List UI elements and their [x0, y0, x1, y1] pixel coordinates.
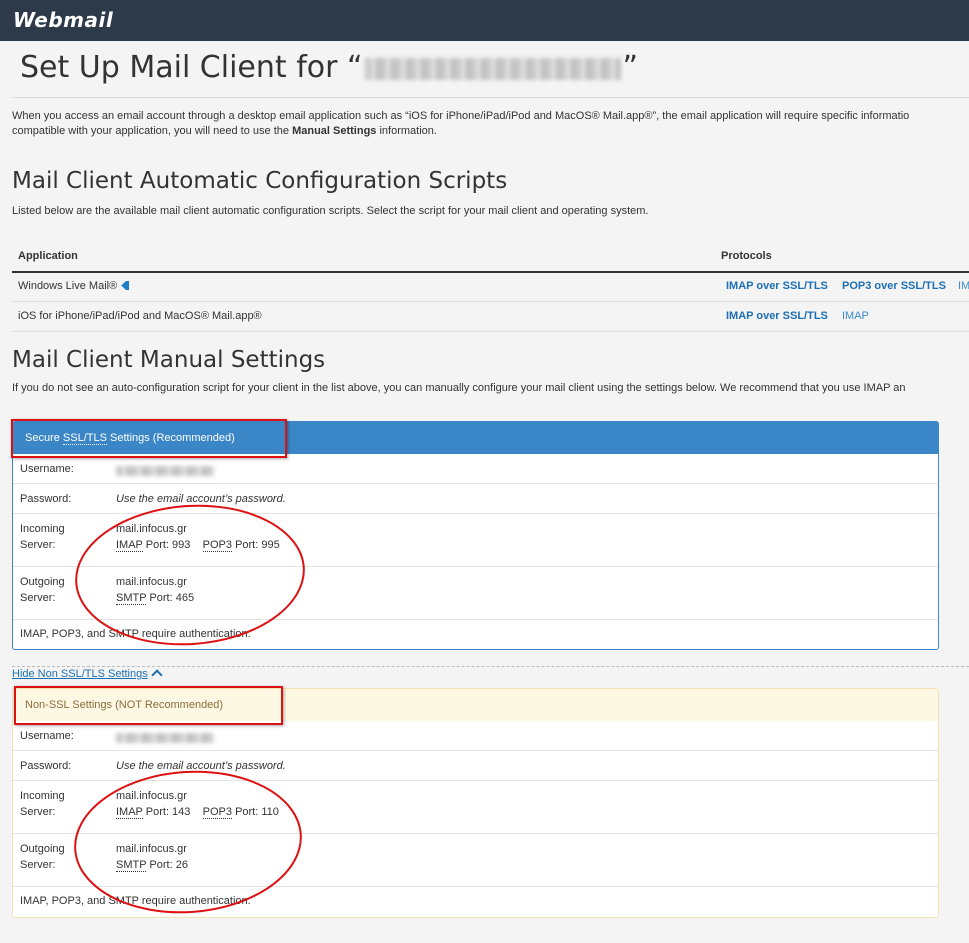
column-header-protocols: Protocols: [721, 250, 772, 262]
username-label: Username:: [20, 463, 74, 475]
row-divider: [12, 301, 969, 302]
password-label: Password:: [20, 493, 72, 505]
smtp-abbr: SMTP: [116, 859, 147, 872]
pop3-abbr: POP3: [202, 806, 232, 819]
username-row: Username:: [13, 454, 938, 484]
secure-settings-panel: Secure SSL/TLS Settings (Recommended) Us…: [12, 421, 939, 650]
manual-settings-emphasis: Manual Settings: [292, 125, 377, 137]
manual-settings-heading: Mail Client Manual Settings: [12, 347, 326, 373]
imap-abbr: IMAP: [863, 382, 891, 394]
new-badge-icon: [121, 281, 130, 290]
redacted-email: [364, 57, 621, 80]
outgoing-server-value: mail.infocus.gr SMTP Port: 26: [116, 841, 188, 873]
intro-line-1: When you access an email account through…: [12, 110, 910, 122]
imap-port: Port: 993: [145, 539, 191, 551]
password-label: Password:: [20, 760, 72, 772]
chevron-up-icon: [151, 669, 163, 681]
password-value: Use the email account’s password.: [116, 758, 286, 774]
imap-abbr: IMAP: [116, 806, 143, 819]
column-header-application: Application: [18, 250, 78, 262]
outgoing-ports: SMTP Port: 465: [116, 590, 194, 606]
intro-line-2-start: compatible with your application, you wi…: [12, 125, 293, 137]
smtp-port: Port: 26: [149, 859, 188, 871]
intro-line-2: compatible with your application, you wi…: [12, 124, 969, 139]
password-hint: Use the email account’s password.: [116, 760, 286, 772]
title-divider: [12, 97, 969, 98]
intro-text: When you access an email account through…: [12, 109, 969, 139]
manual-settings-description: If you do not see an auto-configuration …: [12, 382, 969, 394]
table-row-app: Windows Live Mail®: [18, 280, 130, 292]
incoming-server-label: Incoming Server:: [20, 790, 65, 818]
protocol-link[interactable]: POP3 over SSL/TLS: [842, 280, 946, 292]
pop3-port: Port: 995: [235, 539, 280, 551]
auth-note-row: IMAP, POP3, and SMTP require authenticat…: [13, 620, 938, 649]
ssl-tls-abbr: SSL/TLS: [62, 432, 107, 445]
outgoing-server-value: mail.infocus.gr SMTP Port: 465: [116, 574, 194, 606]
imap-abbr: IMAP: [116, 539, 143, 552]
pop3-abbr: POP3: [202, 539, 232, 552]
smtp-port: Port: 465: [149, 592, 195, 604]
protocol-link[interactable]: IM: [958, 280, 969, 292]
outgoing-server-label: Outgoing Server:: [20, 576, 65, 604]
protocol-link[interactable]: IMAP: [842, 310, 869, 322]
password-row: Password: Use the email account’s passwo…: [13, 484, 938, 514]
incoming-host: mail.infocus.gr: [116, 790, 187, 802]
auth-note: IMAP, POP3, and SMTP require authenticat…: [20, 628, 251, 640]
redacted-username: [116, 465, 214, 476]
page-title-suffix: ”: [622, 50, 639, 85]
incoming-ports: IMAP Port: 993 POP3 Port: 995: [116, 537, 280, 553]
outgoing-ports: SMTP Port: 26: [116, 857, 188, 873]
outgoing-host: mail.infocus.gr: [116, 843, 187, 855]
outgoing-server-row: Outgoing Server: mail.infocus.gr SMTP Po…: [13, 834, 938, 887]
table-header-divider: [12, 271, 969, 273]
secure-title-start: Secure: [25, 432, 63, 444]
toggle-divider: [12, 666, 969, 667]
protocol-link[interactable]: IMAP over SSL/TLS: [726, 280, 828, 292]
username-value: [116, 461, 214, 477]
incoming-ports: IMAP Port: 143 POP3 Port: 110: [116, 804, 279, 820]
toggle-label: Hide Non SSL/TLS Settings: [12, 668, 148, 680]
secure-settings-title: Secure SSL/TLS Settings (Recommended): [13, 422, 938, 454]
intro-line-2-end: information.: [376, 125, 437, 137]
incoming-server-value: mail.infocus.gr IMAP Port: 143 POP3 Port…: [116, 788, 279, 820]
table-row-app: iOS for iPhone/iPad/iPod and MacOS® Mail…: [18, 310, 262, 322]
password-row: Password: Use the email account’s passwo…: [13, 751, 938, 781]
app-name: Windows Live Mail®: [18, 280, 118, 292]
secure-title-end: Settings (Recommended): [106, 432, 235, 444]
top-bar: Webmail: [0, 0, 969, 41]
username-value: [116, 728, 214, 744]
username-row: Username:: [13, 721, 938, 751]
redacted-username: [116, 732, 214, 743]
incoming-host: mail.infocus.gr: [116, 523, 187, 535]
manual-desc-start: If you do not see an auto-configuration …: [12, 382, 864, 394]
incoming-server-value: mail.infocus.gr IMAP Port: 993 POP3 Port…: [116, 521, 280, 553]
webmail-logo[interactable]: Webmail: [13, 8, 114, 32]
auth-note-row: IMAP, POP3, and SMTP require authenticat…: [13, 887, 938, 916]
pop3-port: Port: 110: [235, 806, 279, 818]
hide-non-ssl-toggle[interactable]: Hide Non SSL/TLS Settings: [12, 668, 163, 681]
outgoing-server-row: Outgoing Server: mail.infocus.gr SMTP Po…: [13, 567, 938, 620]
page-title: Set Up Mail Client for “ ”: [20, 50, 638, 85]
page-title-prefix: Set Up Mail Client for “: [20, 50, 363, 85]
row-divider: [12, 331, 969, 332]
outgoing-server-label: Outgoing Server:: [20, 843, 65, 871]
auto-config-description: Listed below are the available mail clie…: [12, 205, 649, 217]
incoming-server-row: Incoming Server: mail.infocus.gr IMAP Po…: [13, 781, 938, 834]
manual-desc-end: an: [890, 382, 906, 394]
protocol-link[interactable]: IMAP over SSL/TLS: [726, 310, 828, 322]
password-hint: Use the email account’s password.: [116, 493, 286, 505]
non-ssl-settings-title: Non-SSL Settings (NOT Recommended): [13, 689, 938, 721]
password-value: Use the email account’s password.: [116, 491, 286, 507]
username-label: Username:: [20, 730, 74, 742]
imap-port: Port: 143: [145, 806, 191, 818]
auto-config-heading: Mail Client Automatic Configuration Scri…: [12, 168, 508, 194]
smtp-abbr: SMTP: [116, 592, 147, 605]
non-ssl-settings-panel: Non-SSL Settings (NOT Recommended) Usern…: [12, 688, 939, 918]
auth-note: IMAP, POP3, and SMTP require authenticat…: [20, 895, 251, 907]
incoming-server-row: Incoming Server: mail.infocus.gr IMAP Po…: [13, 514, 938, 567]
outgoing-host: mail.infocus.gr: [116, 576, 187, 588]
incoming-server-label: Incoming Server:: [20, 523, 65, 551]
